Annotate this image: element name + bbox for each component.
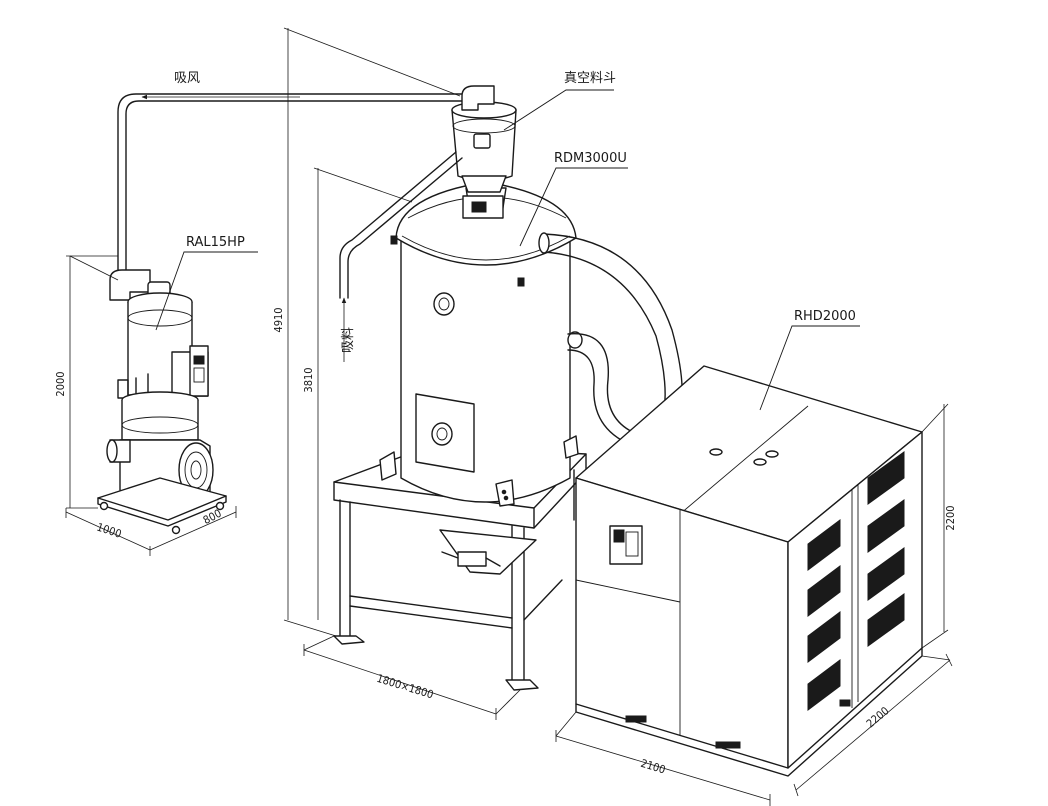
vent-grille-right [867, 451, 905, 647]
vent-grille-left [807, 519, 841, 711]
total-height-dim: 4910 [272, 307, 285, 332]
loader-width-dim: 1000 [95, 521, 123, 541]
dryer-footprint-dim: 1800×1800 [375, 672, 435, 702]
dryer-rdm3000u [379, 181, 583, 507]
loader-dimensions [65, 255, 237, 556]
dryer-model-label: RDM3000U [554, 151, 627, 166]
loader-ral15hp [97, 269, 227, 535]
loader-model-label: RAL15HP [186, 235, 245, 250]
dehumidifier-leader [759, 325, 860, 411]
rhd-dimensions [555, 403, 953, 806]
unit-width-dim: 2100 [639, 757, 667, 777]
material-suction-label: 吸料 [341, 327, 356, 353]
vacuum-hopper [451, 85, 517, 193]
suction-air-label: 吸风 [174, 71, 200, 86]
material-suction-pipe [339, 151, 463, 362]
dryer-leader [519, 167, 628, 247]
loader-height-dim: 2000 [54, 371, 67, 396]
suction-air-pipe [117, 93, 463, 283]
dehumidifier-model-label: RHD2000 [794, 309, 856, 324]
loader-leader-line [155, 251, 258, 331]
dryer-height-dim: 3810 [302, 367, 315, 392]
unit-height-dim: 2200 [944, 505, 957, 530]
dryer-dimensions [283, 27, 521, 720]
vacuum-hopper-label: 真空料斗 [564, 71, 616, 86]
unit-depth-dim: 2200 [864, 704, 892, 730]
vacuum-hopper-leader [503, 89, 614, 131]
dehumidifier-rhd2000 [575, 365, 923, 777]
